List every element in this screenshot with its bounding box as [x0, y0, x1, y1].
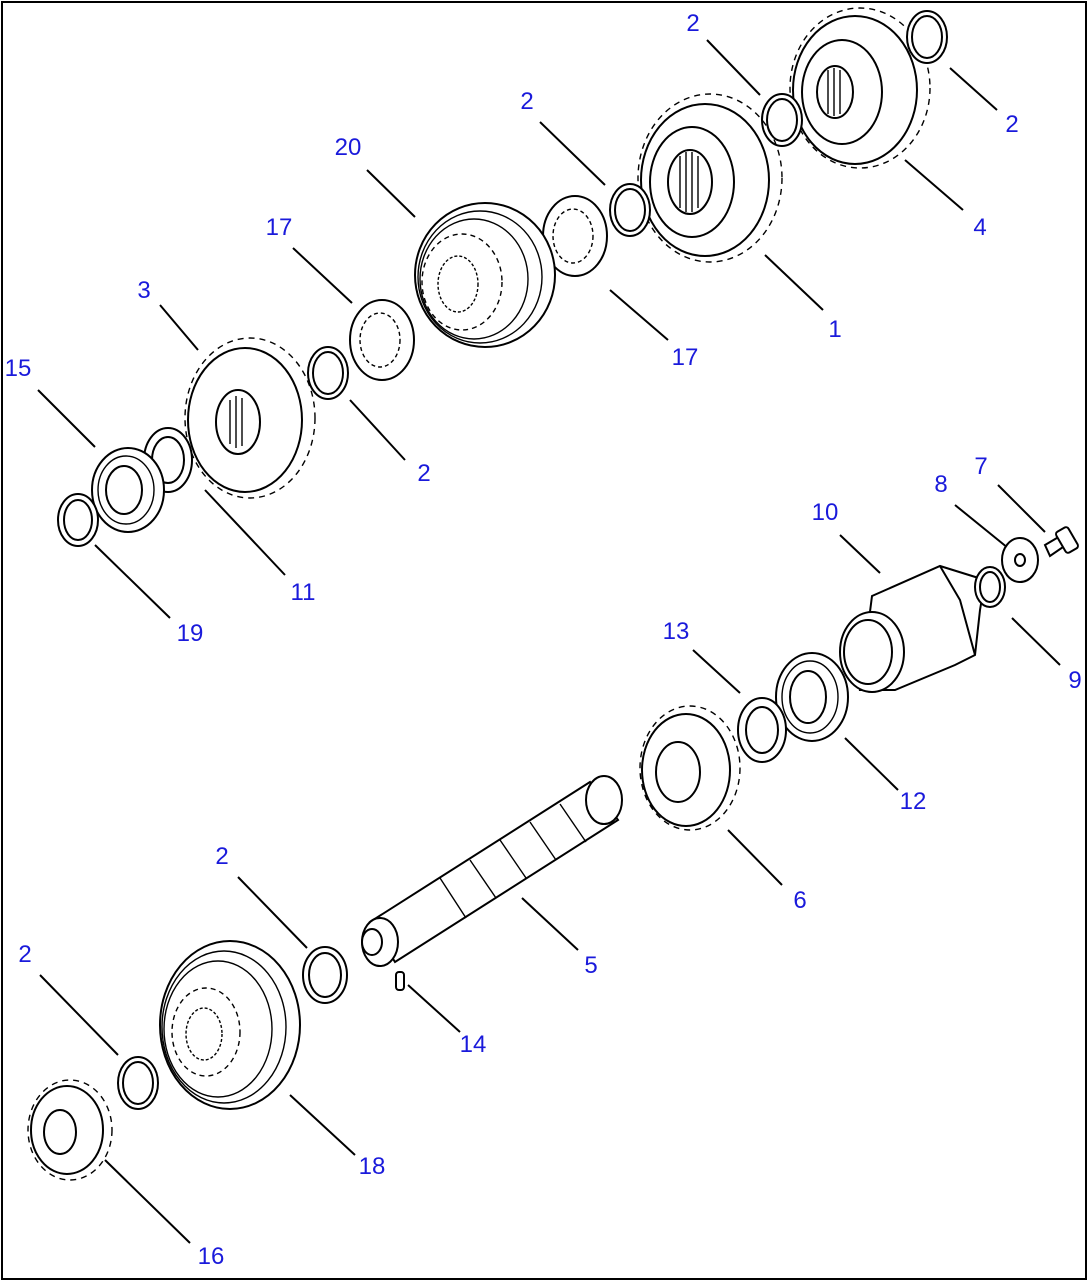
- callout-10: 10: [811, 499, 839, 526]
- callout-1: 1: [828, 316, 842, 343]
- callout-2: 2: [417, 460, 431, 487]
- callout-15: 15: [4, 355, 32, 382]
- callout-16: 16: [197, 1243, 225, 1270]
- callout-2: 2: [520, 88, 534, 115]
- ring-part-2-shaft: [302, 946, 348, 1004]
- plate-part-17-left: [349, 299, 415, 381]
- bearing-part-15: [91, 447, 165, 533]
- callout-17: 17: [265, 214, 293, 241]
- gear-part-1: [637, 93, 783, 263]
- callout-2: 2: [215, 843, 229, 870]
- bearing-part-12: [775, 652, 849, 742]
- callout-4: 4: [973, 214, 987, 241]
- washer-part-13: [737, 697, 787, 763]
- ring-part-2-lower: [307, 346, 349, 400]
- callout-5: 5: [584, 952, 598, 979]
- ring-part-2-upper: [761, 93, 803, 147]
- callout-2: 2: [1005, 111, 1019, 138]
- callout-7: 7: [974, 453, 988, 480]
- callout-20: 20: [334, 134, 362, 161]
- synchronizer-part-20: [414, 202, 556, 348]
- callout-6: 6: [793, 887, 807, 914]
- ring-part-2-mid: [609, 183, 651, 237]
- gear-part-3: [184, 337, 316, 499]
- callout-2: 2: [686, 10, 700, 37]
- yoke-part-10: [839, 564, 987, 693]
- synchronizer-part-18: [159, 940, 301, 1110]
- callout-3: 3: [137, 277, 151, 304]
- callout-19: 19: [176, 620, 204, 647]
- callout-17: 17: [671, 344, 699, 371]
- callout-14: 14: [459, 1031, 487, 1058]
- callout-8: 8: [934, 471, 948, 498]
- ring-part-2-top-right: [906, 10, 948, 64]
- snap-ring-part-19: [57, 493, 99, 547]
- callout-18: 18: [358, 1153, 386, 1180]
- callout-12: 12: [899, 788, 927, 815]
- pin-part-14: [395, 971, 405, 991]
- ring-part-9: [974, 566, 1006, 608]
- gear-part-6: [639, 705, 741, 831]
- bolt-part-7: [1043, 526, 1079, 558]
- callout-13: 13: [662, 618, 690, 645]
- callout-2: 2: [18, 941, 32, 968]
- washer-part-8: [1001, 537, 1039, 583]
- callout-9: 9: [1068, 667, 1082, 694]
- ring-part-2-bottom-left: [117, 1056, 159, 1110]
- shaft-part-5: [361, 775, 623, 967]
- callout-11: 11: [290, 579, 316, 606]
- gear-part-4: [789, 7, 931, 169]
- leader-lines: [37, 39, 1061, 1244]
- gear-part-16: [27, 1079, 113, 1181]
